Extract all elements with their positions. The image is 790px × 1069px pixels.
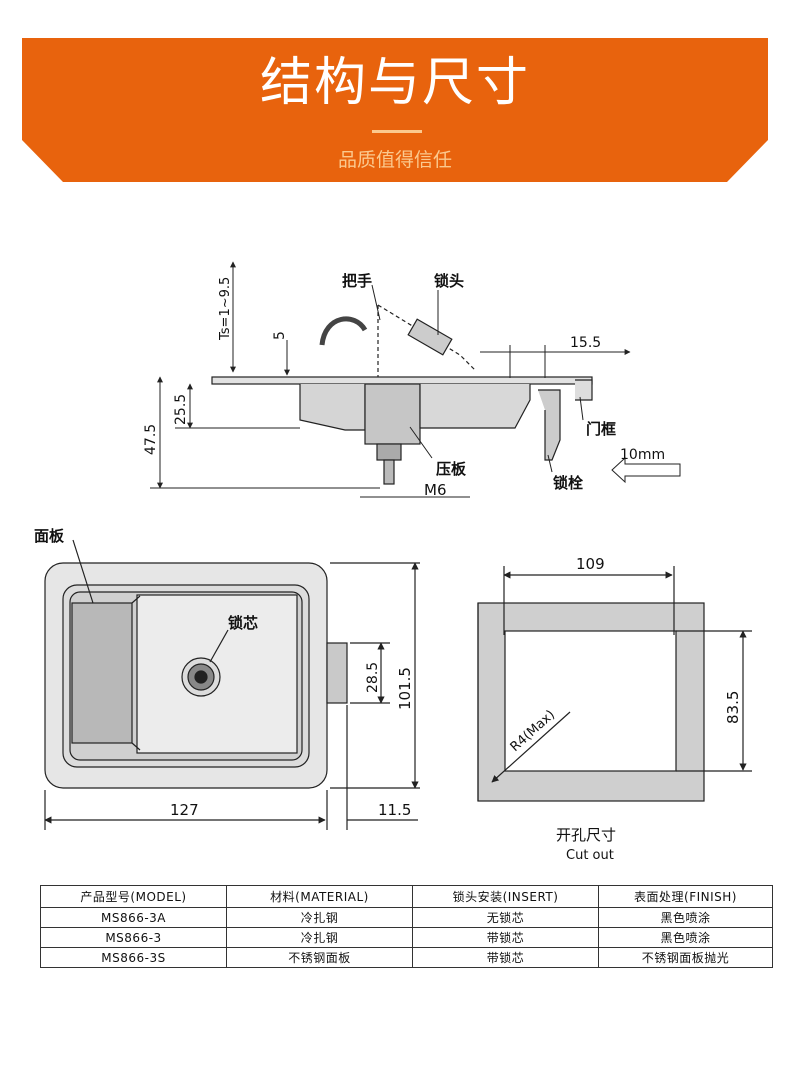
dim-83-5: 83.5 [724, 691, 742, 724]
cell-finish: 黑色喷涂 [598, 927, 773, 948]
cell-model: MS866-3A [40, 907, 227, 928]
page-subtitle: 品质值得信任 [337, 149, 452, 171]
page-title: 结构与尺寸 [259, 53, 530, 113]
dim-10mm: 10mm [620, 447, 665, 463]
dim-101-5: 101.5 [396, 667, 414, 710]
cell-material: 冷扎钢 [226, 927, 413, 948]
cell-finish: 黑色喷涂 [598, 907, 773, 928]
header-insert: 锁头安装(INSERT) [412, 885, 599, 908]
cutout-label: 开孔尺寸 [556, 826, 616, 844]
dim-ts: Ts=1~9.5 [218, 277, 233, 341]
handle-label: 把手 [342, 272, 372, 290]
spec-table: 产品型号(MODEL) 材料(MATERIAL) 锁头安装(INSERT) 表面… [40, 885, 773, 968]
dim-25-5: 25.5 [173, 394, 189, 425]
front-view-drawing [44, 539, 420, 830]
cell-finish: 不锈钢面板抛光 [598, 947, 773, 968]
pressure-plate-label: 压板 [436, 460, 467, 478]
dim-28-5: 28.5 [365, 662, 381, 693]
latch-bolt-label: 锁栓 [553, 474, 583, 492]
cell-material: 不锈钢面板 [226, 947, 413, 968]
dim-11-5: 11.5 [378, 801, 411, 819]
table-row: MS866-3A 冷扎钢 无锁芯 黑色喷涂 [40, 907, 773, 928]
dim-109: 109 [576, 555, 605, 573]
cutout-drawing [477, 566, 752, 802]
table-header-row: 产品型号(MODEL) 材料(MATERIAL) 锁头安装(INSERT) 表面… [40, 885, 773, 908]
title-underline [372, 130, 422, 133]
cell-model: MS866-3 [40, 927, 227, 948]
header-finish: 表面处理(FINISH) [598, 885, 773, 908]
dim-127: 127 [170, 801, 199, 819]
thread-label: M6 [424, 481, 447, 499]
dim-5: 5 [272, 331, 288, 340]
header-material: 材料(MATERIAL) [226, 885, 413, 908]
door-frame-label: 门框 [586, 420, 616, 438]
lock-head-label: 锁头 [434, 272, 464, 290]
core-label: 锁芯 [228, 614, 258, 632]
table-row: MS866-3 冷扎钢 带锁芯 黑色喷涂 [40, 927, 773, 948]
dim-47-5: 47.5 [143, 424, 159, 455]
cell-insert: 带锁芯 [412, 947, 599, 968]
cell-insert: 带锁芯 [412, 927, 599, 948]
cell-insert: 无锁芯 [412, 907, 599, 928]
header-model: 产品型号(MODEL) [40, 885, 227, 908]
banner-background [22, 38, 768, 182]
cell-model: MS866-3S [40, 947, 227, 968]
cell-material: 冷扎钢 [226, 907, 413, 928]
cutout-label-en: Cut out [566, 848, 614, 863]
dim-15-5: 15.5 [570, 335, 601, 351]
panel-label: 面板 [34, 527, 65, 545]
table-row: MS866-3S 不锈钢面板 带锁芯 不锈钢面板抛光 [40, 947, 773, 968]
